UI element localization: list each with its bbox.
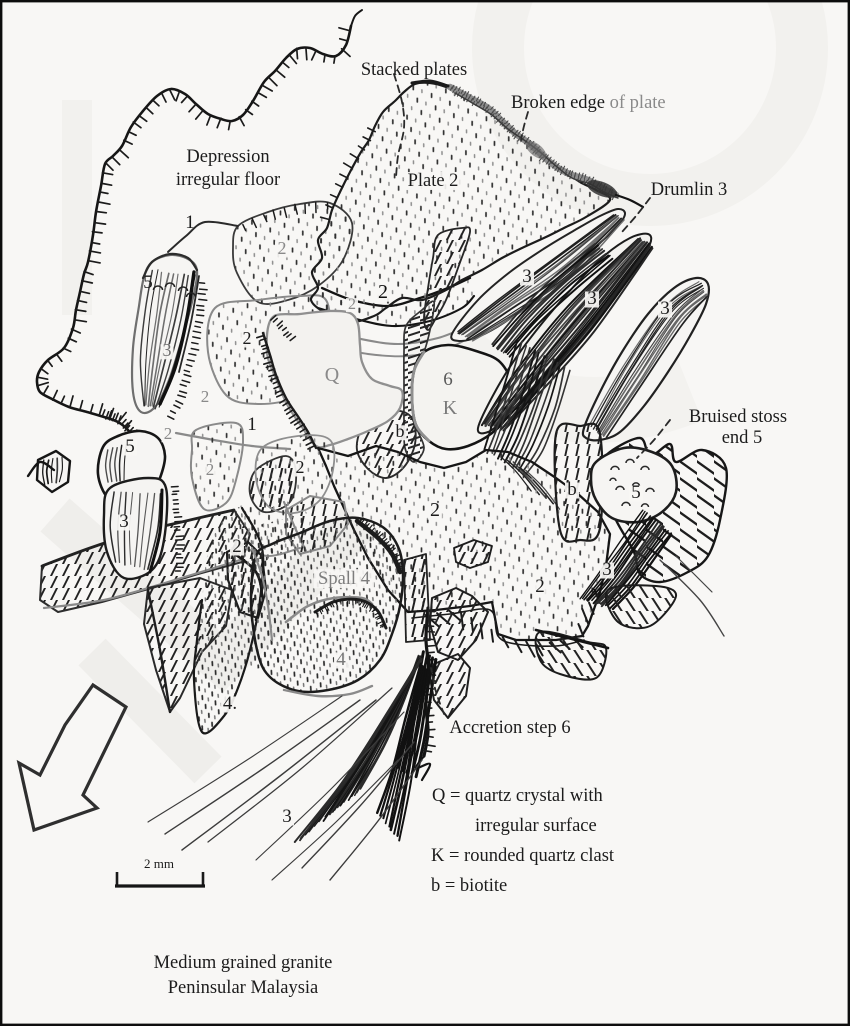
svg-text:Depression: Depression xyxy=(186,147,269,167)
svg-text:3: 3 xyxy=(522,266,532,287)
svg-text:4.: 4. xyxy=(223,693,237,714)
svg-text:2: 2 xyxy=(206,460,215,479)
svg-text:3: 3 xyxy=(602,559,612,580)
svg-text:irregular surface: irregular surface xyxy=(475,816,597,836)
svg-text:4: 4 xyxy=(336,649,346,670)
svg-text:Bruised stoss: Bruised stoss xyxy=(689,407,787,427)
svg-text:Peninsular Malaysia: Peninsular Malaysia xyxy=(168,978,319,998)
svg-text:Spall 4: Spall 4 xyxy=(318,569,370,589)
svg-text:Plate 2: Plate 2 xyxy=(408,171,459,191)
svg-text:2: 2 xyxy=(201,387,210,406)
svg-text:K = rounded quartz clast: K = rounded quartz clast xyxy=(431,846,615,866)
svg-text:Medium grained granite: Medium grained granite xyxy=(154,953,333,973)
svg-text:5: 5 xyxy=(143,272,153,293)
svg-text:b: b xyxy=(396,421,405,441)
svg-text:Q = quartz crystal with: Q = quartz crystal with xyxy=(432,786,603,806)
svg-text:2: 2 xyxy=(296,457,305,477)
svg-text:2: 2 xyxy=(278,238,287,258)
svg-text:3: 3 xyxy=(119,511,129,532)
svg-text:2: 2 xyxy=(430,499,440,521)
svg-text:1: 1 xyxy=(247,414,257,435)
svg-text:Accretion step 6: Accretion step 6 xyxy=(449,718,570,738)
svg-text:2: 2 xyxy=(164,424,173,443)
svg-text:1: 1 xyxy=(185,212,195,233)
svg-text:3: 3 xyxy=(587,288,597,309)
svg-text:Q: Q xyxy=(325,364,340,386)
svg-text:irregular floor: irregular floor xyxy=(176,170,280,190)
svg-text:5: 5 xyxy=(631,482,641,503)
svg-text:3: 3 xyxy=(282,806,292,827)
svg-text:Drumlin 3: Drumlin 3 xyxy=(651,180,728,200)
svg-text:b = biotite: b = biotite xyxy=(431,876,507,896)
svg-text:2: 2 xyxy=(378,281,388,303)
svg-text:2: 2 xyxy=(243,328,252,348)
svg-text:2: 2 xyxy=(348,296,356,313)
svg-text:2: 2 xyxy=(232,536,242,557)
svg-text:b: b xyxy=(567,479,577,500)
svg-text:5: 5 xyxy=(125,436,135,457)
svg-text:Broken edge of plate: Broken edge of plate xyxy=(511,93,666,113)
svg-text:Stacked plates: Stacked plates xyxy=(361,60,467,80)
svg-text:2 mm: 2 mm xyxy=(144,856,174,871)
svg-text:K: K xyxy=(443,397,458,419)
svg-text:3: 3 xyxy=(163,340,172,360)
svg-text:end 5: end 5 xyxy=(722,428,763,448)
svg-text:3: 3 xyxy=(660,298,670,319)
svg-text:2: 2 xyxy=(535,576,545,597)
svg-text:6: 6 xyxy=(443,369,453,390)
